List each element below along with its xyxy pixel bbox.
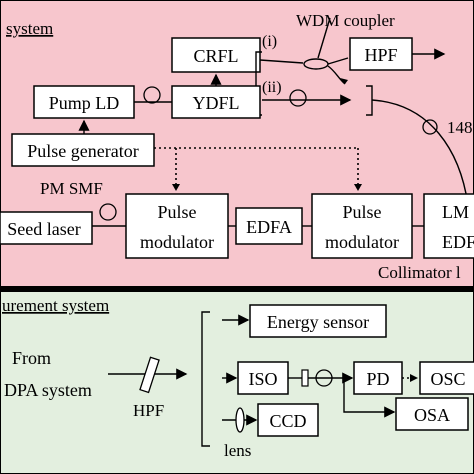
pd-label: PD	[366, 369, 389, 389]
seed-laser-label: Seed laser	[7, 219, 80, 239]
iso-box	[237, 361, 289, 395]
edfa-label: EDFA	[246, 217, 292, 237]
label-148: 148	[447, 118, 473, 137]
osa-box	[395, 397, 469, 431]
fiber-coil-148-icon	[422, 119, 438, 135]
pulse-modulator-2-box	[311, 193, 413, 259]
pd-box	[353, 361, 403, 395]
ydfl-label: YDFL	[192, 93, 239, 113]
pulse-modulator-1-line2: modulator	[140, 232, 214, 252]
seed-laser-box	[0, 211, 93, 245]
upper-section-title: system	[6, 19, 53, 38]
collimator-lens-icon	[301, 369, 309, 387]
lower-hpf-label: HPF	[133, 401, 164, 420]
lens-label: lens	[224, 441, 251, 460]
pulse-modulator-2-line1: Pulse	[342, 202, 381, 222]
osa-label: OSA	[414, 405, 450, 425]
ydfl-box	[171, 85, 261, 119]
lm-edf-line2: EDF	[442, 232, 474, 252]
pulse-generator-box	[11, 133, 155, 167]
fiber-coil-lower-icon	[315, 369, 333, 387]
pulse-generator-label: Pulse generator	[27, 141, 138, 161]
fiber-coil-ii-icon	[289, 89, 307, 107]
pulse-modulator-2-line2: modulator	[325, 232, 399, 252]
iso-label: ISO	[248, 369, 277, 389]
upper-hpf-label: HPF	[364, 45, 397, 65]
pump-ld-box	[33, 85, 135, 119]
pulse-modulator-1-box	[125, 193, 229, 259]
pump-ld-label: Pump LD	[49, 93, 120, 113]
pm-smf-label: PM SMF	[40, 179, 103, 198]
lower-hpf-filter-icon	[139, 356, 160, 394]
lower-section-title: urement system	[2, 296, 109, 315]
fiber-coil-pm-smf-icon	[99, 203, 117, 221]
crfl-label: CRFL	[193, 46, 238, 66]
osc-box	[419, 361, 474, 395]
fiber-coil-pump-icon	[143, 86, 161, 104]
crfl-box	[171, 37, 261, 73]
energy-sensor-label: Energy sensor	[267, 312, 369, 332]
osc-label: OSC	[430, 369, 465, 389]
branch-i-label: (i)	[262, 33, 277, 50]
from-label-line1: From	[12, 348, 51, 368]
lens-icon	[235, 407, 245, 433]
collimator-label: Collimator l	[378, 263, 461, 282]
from-label-line2: DPA system	[4, 380, 92, 400]
wdm-coupler-label: WDM coupler	[296, 11, 395, 30]
lm-edf-line1: LM	[442, 202, 469, 222]
lm-edf-box	[423, 193, 474, 259]
ccd-label: CCD	[269, 411, 306, 431]
upper-hpf-box	[349, 37, 413, 71]
branch-ii-label: (ii)	[262, 79, 282, 96]
energy-sensor-box	[249, 304, 387, 338]
ccd-box	[257, 403, 319, 437]
pulse-modulator-1-line1: Pulse	[157, 202, 196, 222]
